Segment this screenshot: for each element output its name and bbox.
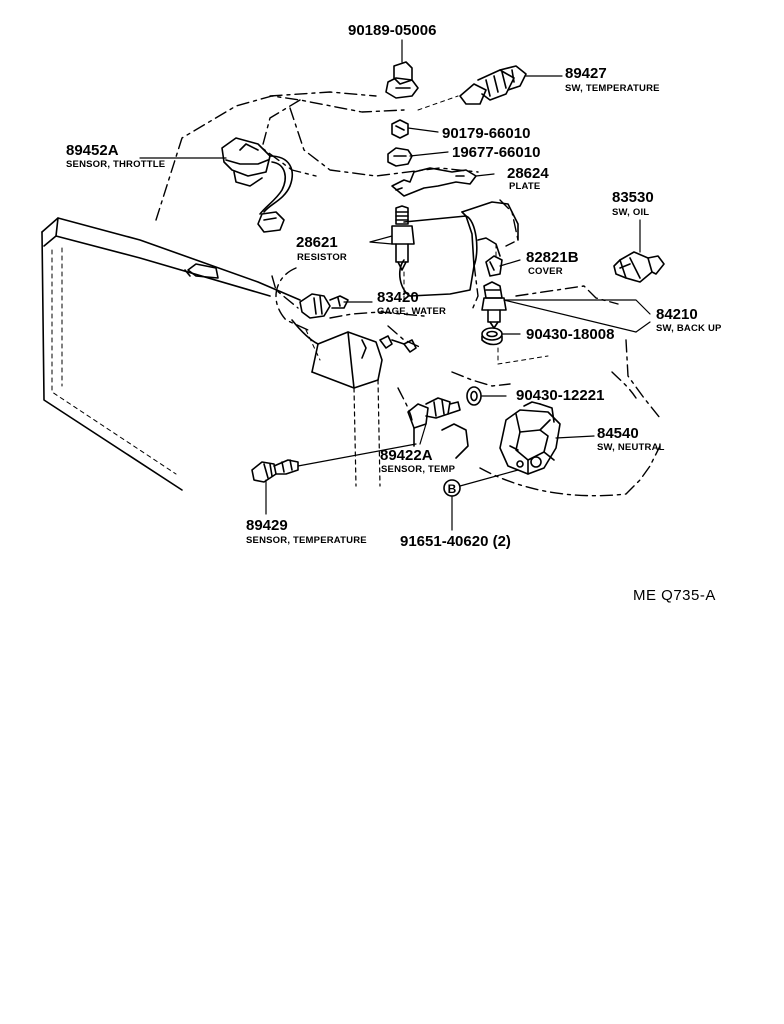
label-89429: 89429	[246, 517, 288, 534]
leader-lines	[139, 39, 651, 531]
part-28621-resistor	[391, 205, 415, 271]
radiator-drawing	[41, 217, 301, 491]
label-90179: 90179-66010	[442, 125, 531, 142]
label-84210-name: SW, BACK UP	[656, 323, 722, 334]
bolt-marker-letter: B	[448, 482, 457, 496]
part-89452A-sensor	[221, 137, 294, 233]
part-82821B-cover	[485, 255, 503, 277]
reference-code: ME Q735-A	[633, 587, 716, 604]
label-83420: 83420	[377, 289, 419, 306]
part-90179-nut	[391, 119, 409, 139]
label-28621: 28621	[296, 234, 338, 251]
label-90189: 90189-05006	[348, 22, 437, 39]
hose-clip	[379, 335, 417, 353]
part-84210-switch	[481, 281, 507, 329]
label-91651: 91651-40620 (2)	[400, 533, 511, 550]
label-83420-name: GAGE, WATER	[377, 306, 447, 317]
label-84210: 84210	[656, 306, 698, 323]
label-90430-12221: 90430-12221	[516, 387, 605, 404]
label-90430-18008: 90430-18008	[526, 326, 615, 343]
label-28624: 28624	[507, 165, 549, 182]
part-90189-fitting	[385, 61, 419, 99]
part-89427-switch	[459, 65, 527, 105]
label-89452A-name: SENSOR, THROTTLE	[66, 159, 166, 170]
part-89422A-sensor	[407, 397, 469, 459]
label-84540: 84540	[597, 425, 639, 442]
part-83530-switch	[613, 251, 665, 283]
label-89452A: 89452A	[66, 142, 119, 159]
part-89429-sensor	[251, 459, 299, 483]
label-89429-name: SENSOR, TEMPERATURE	[246, 535, 367, 546]
label-28621-name: RESISTOR	[297, 252, 347, 263]
radiator-hose	[291, 319, 383, 487]
label-83530-name: SW, OIL	[612, 207, 650, 218]
part-90430-18008-gasket	[481, 327, 503, 346]
part-90430-12221-gasket	[466, 386, 482, 406]
label-84540-name: SW, NEUTRAL	[597, 442, 665, 453]
label-82821B: 82821B	[526, 249, 579, 266]
part-83420-gage	[299, 293, 349, 319]
label-19677: 19677-66010	[452, 144, 541, 161]
label-89427: 89427	[565, 65, 607, 82]
label-89427-name: SW, TEMPERATURE	[565, 83, 660, 94]
label-28624-name: PLATE	[509, 181, 541, 192]
engine-outline	[155, 91, 661, 497]
label-83530: 83530	[612, 189, 654, 206]
label-82821B-name: COVER	[528, 266, 563, 277]
label-89422A-name: SENSOR, TEMP	[381, 464, 456, 475]
part-19677-grommet	[387, 147, 413, 167]
label-89422A: 89422A	[380, 447, 433, 464]
water-outlet-housing	[398, 201, 519, 297]
part-84540-switch	[499, 401, 561, 475]
